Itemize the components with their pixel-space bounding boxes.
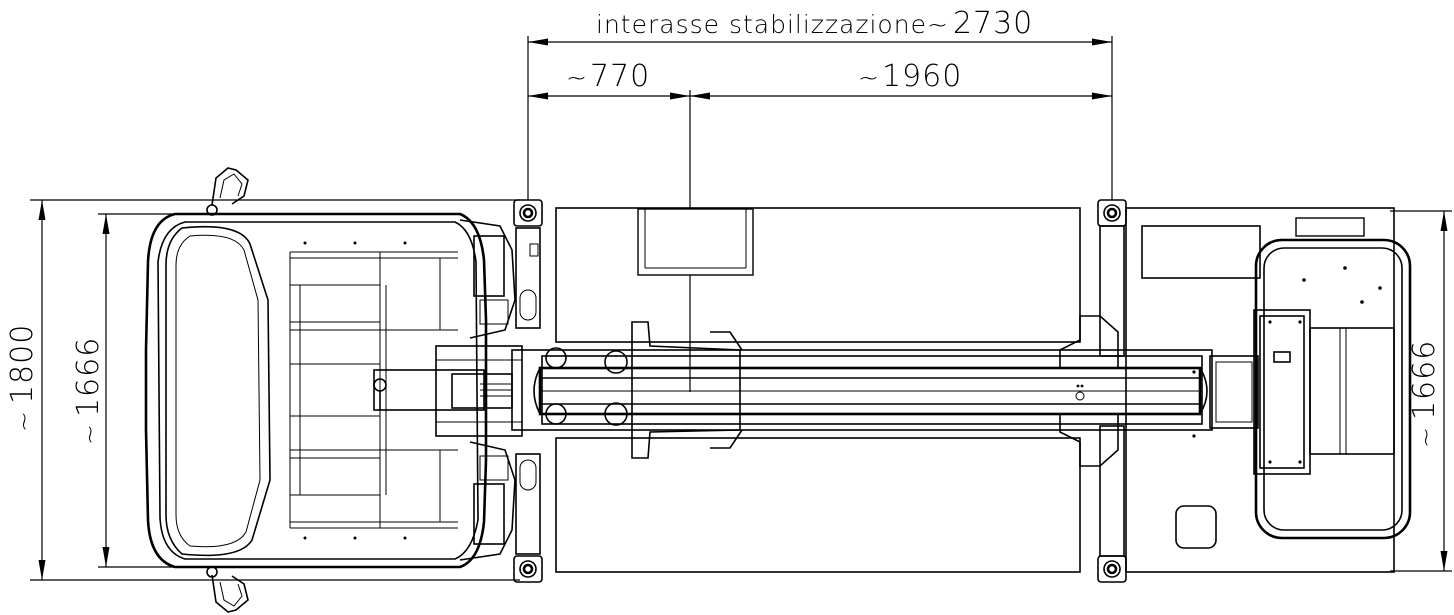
vehicle-cab: [144, 167, 523, 613]
wheelbase-label: interasse stabilizzazione~2730: [596, 6, 1033, 41]
dimension-labels: interasse stabilizzazione~2730 ~770 ~196…: [5, 6, 1442, 448]
front-deck-top: [555, 207, 1081, 343]
dimension-annotations: [30, 36, 1452, 581]
rear-width-label: ~1666: [1407, 340, 1442, 448]
cab-width-label: ~1666: [71, 337, 106, 445]
turret-and-basket: [1075, 238, 1412, 540]
rear-stabilizer-left: [1059, 199, 1127, 369]
front-stabilizer-right: [513, 453, 543, 583]
boom-assembly: [373, 321, 1213, 459]
rear-offset-label: ~1960: [858, 59, 962, 94]
overall-width-label: ~1800: [5, 324, 40, 432]
rear-stabilizer-right: [1059, 413, 1127, 583]
rear-deck: [1125, 207, 1395, 573]
front-stabilizer-left: [513, 199, 543, 329]
front-offset-label: ~770: [566, 59, 650, 94]
front-deck-bottom: [555, 437, 1081, 573]
